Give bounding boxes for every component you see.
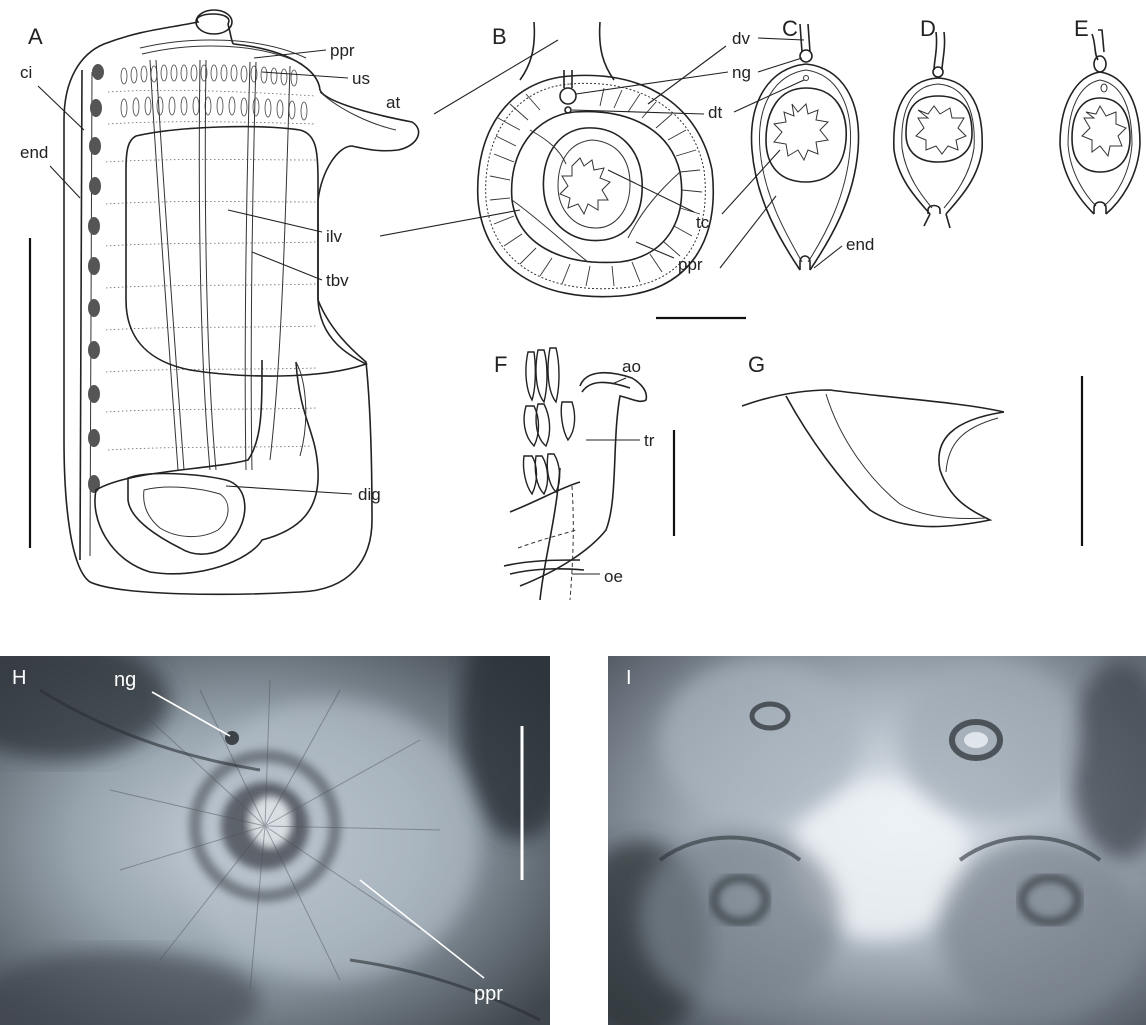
label-a-ppr: ppr (330, 41, 355, 60)
leader-a-end (50, 166, 80, 198)
panel-h: H ng ppr (0, 600, 580, 1025)
leader-c-dv (648, 46, 726, 104)
label-c-dv: dv (732, 29, 750, 48)
panel-letter-a: A (28, 24, 43, 49)
panel-i: I (570, 656, 1146, 1025)
panel-letter-d: D (920, 16, 936, 41)
tunic-folds-b (560, 158, 610, 214)
panel-c: C dv ng dt tc ppr end (572, 16, 874, 318)
label-f-oe: oe (604, 567, 623, 586)
endostyle-e (1094, 202, 1106, 214)
leader-a-us (262, 72, 348, 78)
leader-c-tc-2 (722, 150, 780, 214)
leader-a-ilv (228, 210, 322, 232)
panel-f: F ao tr oe (494, 348, 674, 600)
panel-e: E (1060, 16, 1140, 214)
pharynx-d (906, 96, 972, 162)
leader-a-tbv (252, 252, 322, 280)
dorsal-vessel-b (564, 70, 572, 88)
siphon-walls-b (520, 22, 614, 80)
panel-letter-i: I (626, 667, 632, 689)
atrial-siphon (320, 92, 396, 130)
atrial-languet-g-inner-2 (946, 418, 998, 472)
pharynx-c-folds (774, 104, 828, 160)
label-c-tc: tc (696, 213, 710, 232)
panel-letter-g: G (748, 352, 765, 377)
atrial-opening-f (520, 373, 646, 586)
label-c-dt: dt (708, 103, 722, 122)
panel-b: B (434, 22, 713, 297)
leader-a-dig (226, 486, 352, 494)
atrial-languet-g (742, 390, 1004, 527)
leader-c-ng (758, 58, 802, 72)
panel-letter-e: E (1074, 16, 1089, 41)
siphon-e (1092, 30, 1104, 60)
panel-d: D (894, 16, 982, 228)
ganglion-e (1094, 56, 1106, 72)
endostyle-c (800, 256, 810, 270)
stomach-inner (144, 487, 228, 537)
dorsal-tubercle-e (1101, 84, 1107, 92)
oesophagus-f (510, 468, 580, 600)
section-outer-d-2 (902, 84, 974, 208)
leader-c-dt (734, 80, 804, 112)
stigmata-f (523, 348, 574, 494)
pharynx-d-folds (916, 106, 966, 154)
section-outer-e-2 (1068, 80, 1132, 206)
siphon-c (800, 24, 810, 52)
ganglion-d (933, 67, 943, 77)
leader-f-ao (612, 378, 626, 384)
endostyle-d (924, 206, 950, 229)
panel-a: A (20, 10, 520, 594)
label-f-ao: ao (622, 357, 641, 376)
panel-letter-f: F (494, 352, 507, 377)
photo-i (570, 656, 1146, 1025)
photo-h (0, 600, 580, 1025)
section-outer-c (752, 64, 859, 270)
label-a-ci: ci (20, 63, 32, 82)
label-c-end: end (846, 235, 874, 254)
panel-g: G (742, 352, 1082, 546)
ganglion-c (800, 50, 812, 62)
leader-a-ci (38, 86, 84, 130)
pharynx-b-inner (558, 140, 630, 228)
intestine-loop (95, 360, 318, 574)
label-f-tr: tr (644, 431, 655, 450)
label-h-ppr: ppr (474, 983, 503, 1005)
endostyle-line (80, 70, 82, 560)
atrial-languet-g-inner (826, 394, 986, 518)
pharynx-c (766, 88, 846, 182)
label-a-ilv: ilv (326, 227, 343, 246)
vessels-b (512, 130, 680, 262)
panel-letter-h: H (12, 667, 26, 689)
pharynx-e-folds (1082, 106, 1126, 156)
panel-letter-c: C (782, 16, 798, 41)
label-a-tbv: tbv (326, 271, 349, 290)
label-a-at: at (386, 93, 400, 112)
dorsal-tubercle-c (804, 76, 809, 81)
leader-ilv-to-b (380, 210, 520, 236)
leader-b-at (434, 40, 558, 114)
panel-letter-b: B (492, 24, 507, 49)
label-c-ng: ng (732, 63, 751, 82)
label-a-dig: dig (358, 485, 381, 504)
neural-ganglion-b (560, 88, 576, 104)
label-c-ppr: ppr (678, 255, 703, 274)
label-a-us: us (352, 69, 370, 88)
pharynx-e (1072, 98, 1130, 172)
label-h-ng: ng (114, 669, 136, 691)
label-a-end: end (20, 143, 48, 162)
